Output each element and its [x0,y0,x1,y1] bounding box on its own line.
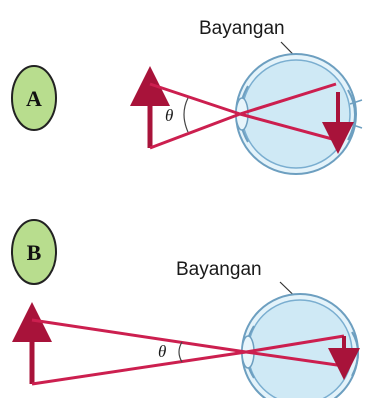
image-label-a: Bayangan [199,18,285,39]
badge-b-label: B [27,240,42,265]
panel-b: B Bayangan θ [12,220,358,398]
eye-b [242,294,358,398]
angle-arc-a [184,98,188,132]
eye-a [236,54,362,174]
angle-arc-b [179,342,182,362]
panel-a: A Bayangan θ [12,18,362,174]
theta-b: θ [158,342,166,361]
theta-a: θ [165,106,173,125]
badge-a-label: A [26,86,42,111]
image-label-b: Bayangan [176,259,262,280]
